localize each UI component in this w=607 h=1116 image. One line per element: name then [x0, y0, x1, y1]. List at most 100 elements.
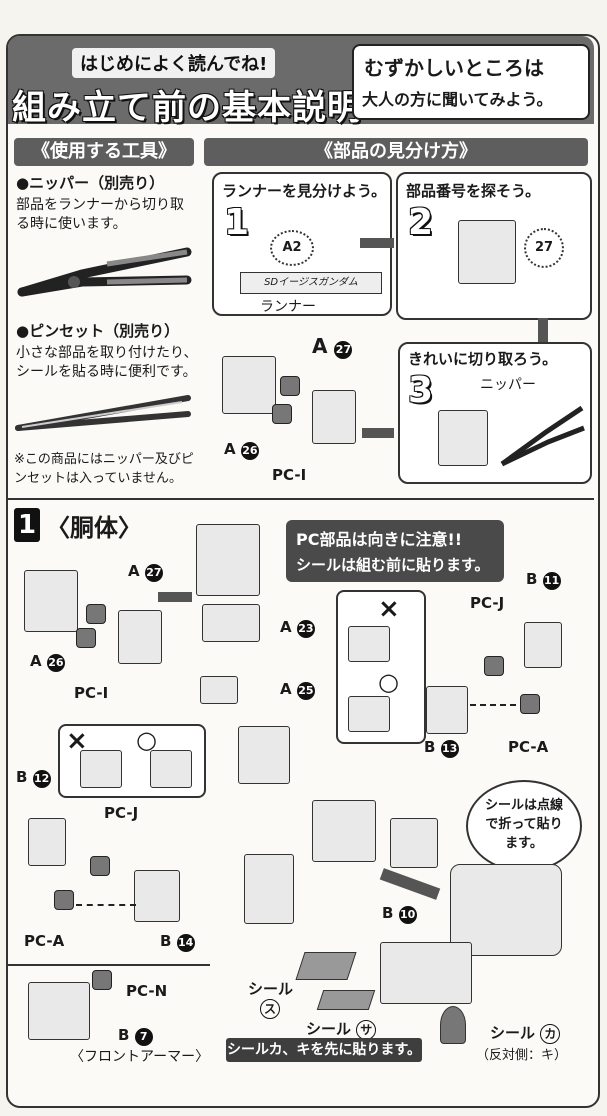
label-pcn: PC-N [126, 982, 168, 1000]
arrow-down-icon [538, 318, 548, 342]
seal-sa-shape [316, 990, 376, 1010]
ng-mark-right: × [378, 594, 400, 624]
arrow-right-icon [360, 238, 394, 248]
label-a25: A 25 [280, 680, 315, 700]
part-b12 [28, 818, 66, 866]
guide-step3-text: きれいに切り取ろう。 [408, 350, 558, 368]
part-b14 [134, 870, 180, 922]
pc-j-part-left [90, 856, 110, 876]
cut-part [438, 410, 488, 466]
label-a27: A 27 [128, 562, 163, 582]
side-armor-part [244, 854, 294, 924]
front-armor-label: 〈フロントアーマー〉 [70, 1049, 210, 1065]
label-seal-ki-note: （反対側：キ） [476, 1048, 568, 1063]
pc-a-part-left [54, 890, 74, 910]
label-pcj-left: PC-J [104, 804, 139, 822]
guide-body-part-right [312, 390, 356, 444]
arrow-assemble-icon [158, 592, 192, 602]
step1-number: 1 [14, 508, 40, 542]
step1-title: 〈胴体〉 [46, 514, 142, 542]
shoulder-part-right [390, 818, 438, 868]
pc-i-part-2 [76, 628, 96, 648]
guide-body-part-left [222, 356, 276, 414]
guide-step2-panel: 部品番号を探そう。 2 27 [396, 172, 592, 320]
sticker-note-text: シールは点線で折って貼ります。 [484, 798, 563, 851]
ng-mark-left: × [66, 726, 88, 756]
header-title: 組み立て前の基本説明 [12, 88, 362, 128]
ask-line-1: むずかしいところは [364, 56, 544, 80]
guide-dash-right [470, 704, 516, 706]
ask-line-2: 大人の方に聞いてみよう。 [362, 90, 553, 109]
caution-box: PC部品は向きに注意!! シールは組む前に貼ります。 [286, 520, 504, 582]
ok-mark-right: ○ [378, 668, 399, 696]
okng-box-left: × ○ [58, 724, 206, 798]
runner-name-plate: SDイージスガンダム [240, 272, 382, 294]
guide-dash-left [76, 904, 136, 906]
caution-line-2: シールは組む前に貼ります。 [296, 556, 490, 574]
tweezer-icon [15, 395, 191, 431]
tools-heading: 《使用する工具》 [14, 138, 194, 166]
guide-step3-num: 3 [408, 370, 434, 411]
sticker-note-burst: シールは点線で折って貼ります。 [466, 780, 582, 872]
caution-line-1: PC部品は向きに注意!! [296, 530, 463, 549]
part-b13 [426, 686, 468, 734]
ng-example-right [348, 626, 390, 662]
nipper-cut-icon [500, 405, 585, 467]
part-b11 [524, 622, 562, 668]
label-pca-right: PC-A [508, 738, 549, 756]
ok-example-right [348, 696, 390, 732]
label-a23: A 23 [280, 618, 315, 638]
guide-pc-part-1 [280, 376, 300, 396]
nipper-desc: 部品をランナーから切り取る時に使います。 [16, 197, 184, 232]
label-b7: B 7 [118, 1026, 153, 1046]
runner-label: ランナー [260, 299, 316, 315]
seal-su-shape [295, 952, 357, 980]
nipper-title: ●ニッパー（別売り） [16, 174, 165, 192]
label-b11: B 11 [526, 570, 561, 590]
ok-mark-left: ○ [136, 726, 157, 754]
pc-n-part [92, 970, 112, 990]
label-pci: PC-I [74, 684, 109, 702]
label-a26: A 26 [30, 652, 65, 672]
bottom-sticker-note: シールカ、キを先に貼ります。 [226, 1038, 422, 1062]
part-a23 [202, 604, 260, 642]
tweezer-title: ●ピンセット（別売り） [16, 322, 180, 340]
okng-box-right: × ○ [336, 590, 426, 744]
seal-ka-shape [440, 1006, 466, 1044]
label-b13: B 13 [424, 738, 459, 758]
pc-a-part-right [520, 694, 540, 714]
label-b10: B 10 [382, 904, 417, 924]
guide-label-a26: A 26 [224, 440, 259, 460]
torso-assembled [312, 800, 376, 862]
label-seal-sa: シール サ [306, 1018, 377, 1040]
parts-guide-heading: 《部品の見分け方》 [204, 138, 588, 166]
ask-adult-box: むずかしいところは 大人の方に聞いてみよう。 [352, 44, 590, 120]
label-pcj-right: PC-J [470, 594, 505, 612]
section-divider [8, 498, 594, 500]
front-armor-part [28, 982, 90, 1040]
tweezer-desc: 小さな部品を取り付けたり、シールを貼る時に便利です。 [16, 345, 198, 380]
label-b12: B 12 [16, 768, 51, 788]
torso-core-part [196, 524, 260, 596]
guide-step1-num: 1 [224, 202, 250, 243]
part-number-tag: 27 [524, 228, 564, 268]
tools-note: ※この商品にはニッパー及びピンセットは入っていません。 [14, 452, 194, 486]
label-pca-left: PC-A [24, 932, 65, 950]
header-subtitle: はじめによく読んでね! [72, 48, 276, 78]
label-seal-ka: シール カ [490, 1022, 561, 1044]
sub-divider [8, 964, 210, 966]
guide-pc-part-2 [272, 404, 292, 424]
guide-step2-num: 2 [408, 202, 434, 243]
guide-step1-text: ランナーを見分けよう。 [222, 182, 387, 200]
guide-step2-text: 部品番号を探そう。 [406, 182, 541, 200]
ng-example-left [80, 750, 122, 788]
ok-example-left [150, 750, 192, 788]
chest-part-b10 [380, 942, 472, 1004]
pc-j-part-right [484, 656, 504, 676]
body-part-a27 [118, 610, 162, 664]
body-part-a26 [24, 570, 78, 632]
guide-step3-panel: きれいに切り取ろう。 3 ニッパー [398, 342, 592, 484]
part-a25 [200, 676, 238, 704]
shoulder-part-left [238, 726, 290, 784]
arrow-left-icon [362, 428, 394, 438]
